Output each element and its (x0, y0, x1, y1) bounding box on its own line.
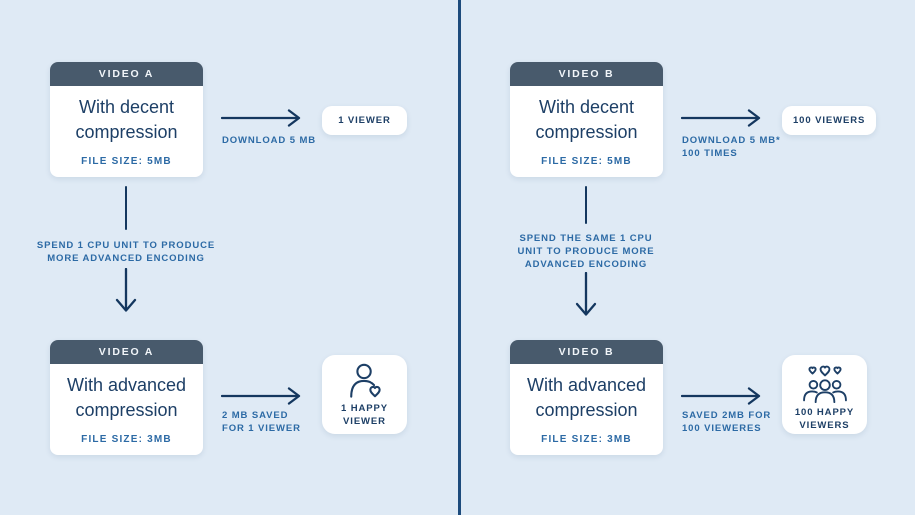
happy-viewer-label: 1 HAPPY VIEWER (341, 402, 388, 428)
download-label-line: DOWNLOAD 5 MB (222, 135, 317, 146)
happy-viewers-card: 100 HAPPY VIEWERS (782, 355, 867, 434)
video-a-decent-card: VIDEO A With decent compression FILE SIZ… (50, 62, 203, 177)
cpu-cost-label: SPEND THE SAME 1 CPU UNIT TO PRODUCE MOR… (486, 232, 686, 271)
card-body: With decent compression FILE SIZE: 5MB (510, 86, 663, 167)
cpu-cost-label-line: MORE ADVANCED ENCODING (47, 253, 205, 264)
happy-viewer-card: 1 HAPPY VIEWER (322, 355, 407, 434)
arrow-down-line (585, 186, 587, 224)
savings-label-line: FOR 1 VIEWER (222, 423, 301, 434)
card-title: With decent compression (510, 95, 663, 145)
file-size-label: FILE SIZE: 5MB (541, 156, 632, 167)
cpu-cost-label: SPEND 1 CPU UNIT TO PRODUCE MORE ADVANCE… (26, 239, 226, 265)
card-body: With decent compression FILE SIZE: 5MB (50, 86, 203, 167)
card-body: With advanced compression FILE SIZE: 3MB (510, 364, 663, 445)
viewer-count-pill: 1 VIEWER (322, 106, 407, 135)
arrow-down-line (125, 186, 127, 230)
single-happy-viewer-icon (349, 363, 381, 398)
video-tag-label: VIDEO A (98, 346, 155, 358)
cpu-cost-label-line: SPEND THE SAME 1 CPU (519, 233, 653, 244)
video-a-card-header: VIDEO A (50, 340, 203, 364)
savings-label: 2 MB SAVED FOR 1 VIEWER (222, 409, 362, 435)
card-title-line: compression (535, 122, 638, 142)
arrow-right-icon (221, 109, 301, 127)
happy-viewers-label-line: 100 HAPPY (794, 407, 855, 418)
happy-viewers-label-line: VIEWERS (799, 420, 850, 431)
card-title-line: With advanced (66, 375, 187, 395)
cpu-cost-label-line: UNIT TO PRODUCE MORE (517, 246, 655, 257)
arrow-right-icon (681, 109, 761, 127)
viewer-count-label: 100 VIEWERS (793, 115, 866, 126)
card-title-line: With decent (78, 97, 175, 117)
card-title-line: With decent (538, 97, 635, 117)
video-a-card-header: VIDEO A (50, 62, 203, 86)
download-label: DOWNLOAD 5 MB (222, 134, 362, 147)
group-happy-viewers-icon (802, 365, 847, 403)
video-b-decent-card: VIDEO B With decent compression FILE SIZ… (510, 62, 663, 177)
cpu-cost-label-line: SPEND 1 CPU UNIT TO PRODUCE (36, 240, 216, 251)
video-tag-label: VIDEO B (558, 346, 615, 358)
cpu-cost-label-line: ADVANCED ENCODING (524, 259, 648, 270)
viewer-count-pill: 100 VIEWERS (782, 106, 877, 135)
video-b-card-header: VIDEO B (510, 340, 663, 364)
happy-viewers-label: 100 HAPPY VIEWERS (795, 406, 854, 432)
video-a-advanced-card: VIDEO A With advanced compression FILE S… (50, 340, 203, 455)
card-title: With advanced compression (510, 373, 663, 423)
video-tag-label: VIDEO A (98, 68, 155, 80)
card-body: With advanced compression FILE SIZE: 3MB (50, 364, 203, 445)
arrow-right-icon (221, 387, 301, 405)
savings-label-line: SAVED 2MB FOR (682, 410, 772, 421)
card-title: With advanced compression (50, 373, 203, 423)
video-tag-label: VIDEO B (558, 68, 615, 80)
card-title-line: compression (535, 400, 638, 420)
video-b-card-header: VIDEO B (510, 62, 663, 86)
download-label-line: 100 TIMES (682, 148, 738, 159)
download-label: DOWNLOAD 5 MB* 100 TIMES (682, 134, 822, 160)
card-title: With decent compression (50, 95, 203, 145)
savings-label-line: 2 MB SAVED (222, 410, 289, 421)
arrow-right-icon (681, 387, 761, 405)
divider-line (458, 0, 461, 515)
download-label-line: DOWNLOAD 5 MB* (682, 135, 781, 146)
happy-viewer-label-line: VIEWER (343, 416, 386, 427)
savings-label: SAVED 2MB FOR 100 VIEWERES (682, 409, 822, 435)
card-title-line: With advanced (526, 375, 647, 395)
arrow-down-icon (115, 268, 137, 312)
file-size-label: FILE SIZE: 3MB (81, 434, 172, 445)
file-size-label: FILE SIZE: 5MB (81, 156, 172, 167)
file-size-label: FILE SIZE: 3MB (541, 434, 632, 445)
card-title-line: compression (75, 122, 178, 142)
video-b-advanced-card: VIDEO B With advanced compression FILE S… (510, 340, 663, 455)
card-title-line: compression (75, 400, 178, 420)
arrow-down-icon (575, 272, 597, 316)
happy-viewer-label-line: 1 HAPPY (341, 403, 388, 414)
savings-label-line: 100 VIEWERES (682, 423, 762, 434)
viewer-count-label: 1 VIEWER (338, 115, 391, 126)
